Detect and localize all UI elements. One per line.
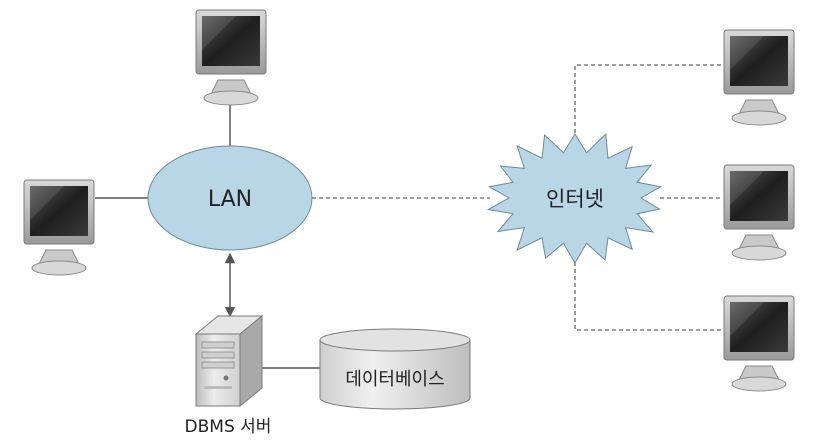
internet-middle-computer xyxy=(723,164,795,261)
link-internet-top xyxy=(574,64,722,140)
internet-node: 인터넷 xyxy=(486,133,663,264)
lan-top-computer xyxy=(195,9,267,106)
internet-label: 인터넷 xyxy=(546,187,604,211)
lan-node: LAN xyxy=(147,145,313,251)
database-node: 데이터베이스 xyxy=(319,328,471,410)
server-label: DBMS 서버 xyxy=(185,417,272,437)
internet-top-computer xyxy=(723,29,795,126)
database-label: 데이터베이스 xyxy=(345,369,444,390)
lan-left-computer xyxy=(23,179,95,276)
dbms-server xyxy=(194,314,264,408)
link-internet-bottom xyxy=(574,262,722,331)
lan-label: LAN xyxy=(208,187,252,212)
internet-bottom-computer xyxy=(723,295,795,392)
